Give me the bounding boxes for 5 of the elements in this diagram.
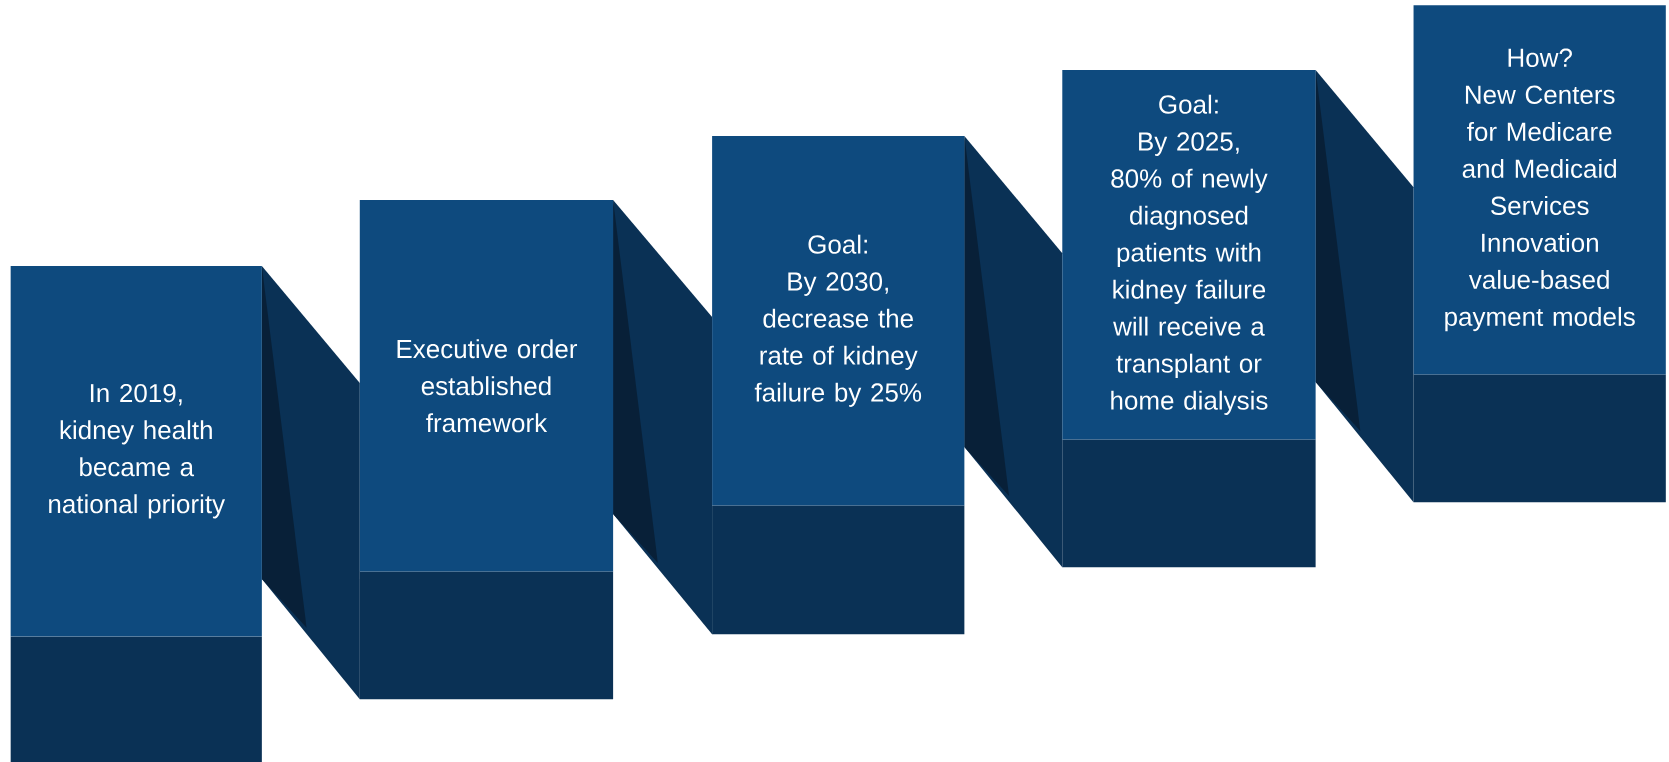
step-box: In 2019, kidney health became a national priority [10, 265, 262, 762]
step-box: Goal: By 2030, decrease the rate of kidney failure by 25% [712, 136, 965, 635]
step-box: Executive order established framework [359, 200, 614, 700]
step-box: Goal: By 2025, 80% of newly diagnosed patients with kidney failure will receive a transplant or home dialysis [1062, 70, 1316, 568]
step-box: How? New Centers for Medicare and Medicaid Services Innovation value-based payment models [1413, 5, 1666, 503]
